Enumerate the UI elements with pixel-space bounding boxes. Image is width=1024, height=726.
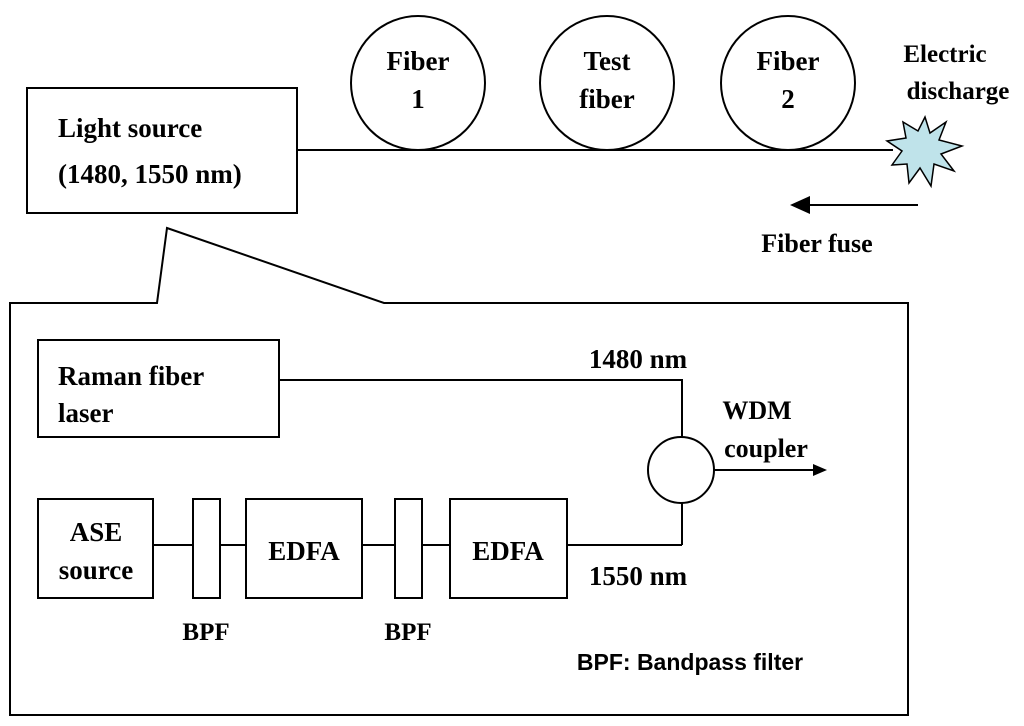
fiber-2-label-line2: 2 (781, 84, 795, 114)
wdm-coupler-label-line2: coupler (724, 434, 808, 463)
bpf-2-label: BPF (384, 619, 431, 646)
wdm-coupler-circle (647, 436, 715, 504)
wdm-coupler-label-line1: WDM (722, 396, 791, 425)
bpf-legend: BPF: Bandpass filter (577, 649, 803, 675)
edfa-1-box (245, 498, 363, 599)
electric-discharge-label-line2: discharge (907, 78, 1010, 105)
test-fiber-label-line2: fiber (579, 84, 634, 114)
ase-source-box (37, 498, 154, 599)
fiber-2-label-line1: Fiber (757, 46, 820, 76)
electric-discharge-label-line1: Electric (903, 41, 986, 68)
fiber-1-spool: Fiber 1 (350, 15, 486, 151)
fiber-1-label-line2: 1 (411, 84, 425, 114)
bpf-2-box (394, 498, 423, 599)
raman-fiber-laser-label-line2: laser (58, 398, 113, 428)
fiber-fuse-arrow (790, 196, 918, 214)
ase-source-label-line1: ASE (70, 517, 123, 547)
electric-discharge-spark-icon (884, 115, 965, 189)
edfa-2-box (449, 498, 568, 599)
ase-source-label-line2: source (59, 555, 134, 585)
light-source-label-line2: (1480, 1550 nm) (58, 159, 242, 189)
light-source-label-line1: Light source (58, 113, 202, 143)
fiber-2-spool: Fiber 2 (720, 15, 856, 151)
fiber-fuse-label: Fiber fuse (761, 229, 872, 258)
bpf-1-box (192, 498, 221, 599)
bpf-1-label: BPF (182, 619, 229, 646)
raman-fiber-laser-label-line1: Raman fiber (58, 361, 204, 391)
detail-callout-panel (9, 226, 909, 716)
edfa-1-label: EDFA (268, 536, 340, 566)
light-source-box (26, 87, 298, 214)
path-1480nm (279, 379, 683, 442)
test-fiber-spool: Test fiber (539, 15, 675, 151)
test-fiber-label-line1: Test (583, 46, 630, 76)
wavelength-1480-label: 1480 nm (589, 344, 688, 374)
edfa-2-label: EDFA (472, 536, 544, 566)
wavelength-1550-label: 1550 nm (589, 561, 688, 591)
fiber-1-label-line1: Fiber (387, 46, 450, 76)
raman-fiber-laser-box (37, 339, 280, 438)
wdm-output-arrow (714, 464, 827, 476)
